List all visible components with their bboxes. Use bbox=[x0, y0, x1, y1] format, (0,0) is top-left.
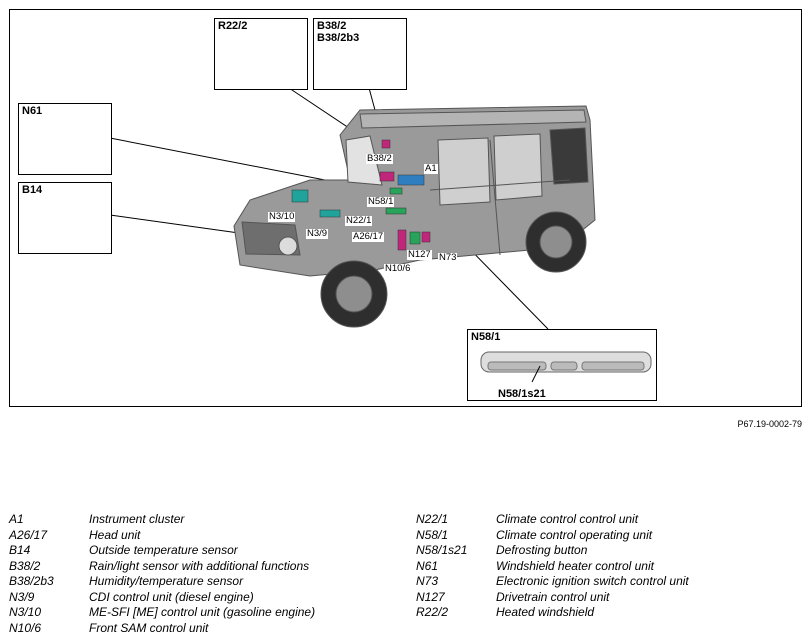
legend-description: Heated windshield bbox=[496, 605, 595, 619]
legend-description: Defrosting button bbox=[496, 543, 588, 557]
legend-row: N127 Drivetrain control unit bbox=[416, 590, 689, 606]
legend-code: N3/9 bbox=[9, 589, 35, 604]
inset-title: R22/2 bbox=[218, 20, 248, 32]
callout-n3-9: N3/9 bbox=[306, 228, 329, 239]
inset-n61: N61 bbox=[18, 103, 112, 175]
callout-n127: N127 bbox=[407, 249, 432, 260]
legend-description: Front SAM control unit bbox=[89, 620, 209, 635]
legend-row: N3/10 ME-SFI [ME] control unit (gasoline … bbox=[9, 605, 315, 621]
legend-row: N58/1s21 Defrosting button bbox=[416, 543, 689, 559]
legend-row: R22/2 Heated windshield bbox=[416, 605, 689, 621]
figure-reference: P67.19-0002-79 bbox=[737, 419, 802, 429]
legend-description: Climate control operating unit bbox=[496, 527, 653, 542]
inset-title: B14 bbox=[22, 184, 43, 196]
callout-n58-1: N58/1 bbox=[367, 196, 395, 207]
legend-description: Drivetrain control unit bbox=[496, 589, 610, 604]
legend-row: N10/6 Front SAM control unit bbox=[9, 621, 315, 637]
inset-b14: B14 bbox=[18, 182, 112, 254]
legend-row: B38/2b3 Humidity/temperature sensor bbox=[9, 574, 315, 590]
legend-row: A26/17 Head unit bbox=[9, 528, 315, 544]
legend-description: Rain/light sensor with additional functi… bbox=[89, 558, 310, 573]
callout-a1: A1 bbox=[424, 163, 438, 174]
inset-r22-2: R22/2 bbox=[214, 18, 308, 90]
legend-row: A1 Instrument cluster bbox=[9, 512, 315, 528]
legend-row: N61 Windshield heater control unit bbox=[416, 559, 689, 575]
climate-panel-illustration bbox=[480, 351, 652, 383]
legend-row: N3/9 CDI control unit (diesel engine) bbox=[9, 590, 315, 606]
inset-title: N61 bbox=[22, 105, 43, 117]
legend-description: Climate control control unit bbox=[496, 512, 639, 526]
legend-code: N10/6 bbox=[9, 620, 42, 635]
legend-row: B14 Outside temperature sensor bbox=[9, 543, 315, 559]
inset-b38-2: B38/2 B38/2b3 bbox=[313, 18, 407, 90]
legend-code: N58/1s21 bbox=[416, 543, 468, 557]
legend-code: N73 bbox=[416, 574, 439, 588]
legend-description: Humidity/temperature sensor bbox=[89, 574, 244, 588]
legend-description: ME-SFI [ME] control unit (gasoline engin… bbox=[89, 605, 316, 619]
component-markers bbox=[291, 139, 431, 251]
legend-code: A1 bbox=[9, 512, 24, 526]
inset-n58-1: N58/1 N58/1s21 bbox=[467, 329, 657, 401]
legend-code: N127 bbox=[416, 589, 445, 604]
legend-code: N61 bbox=[416, 558, 439, 573]
legend-code: N3/10 bbox=[9, 605, 42, 619]
legend-code: B38/2b3 bbox=[9, 574, 54, 588]
callout-n73: N73 bbox=[438, 252, 458, 263]
legend-code: N58/1 bbox=[416, 527, 449, 542]
legend-code: B38/2 bbox=[9, 558, 41, 573]
legend-row: N58/1 Climate control operating unit bbox=[416, 528, 689, 544]
legend-description: Instrument cluster bbox=[89, 512, 185, 526]
inset-subtitle: N58/1s21 bbox=[498, 388, 546, 400]
legend-row: N22/1 Climate control control unit bbox=[416, 512, 689, 528]
legend-description: Windshield heater control unit bbox=[496, 558, 654, 573]
legend-description: Outside temperature sensor bbox=[89, 543, 238, 557]
legend-description: Electronic ignition switch control unit bbox=[496, 574, 689, 588]
legend-code: R22/2 bbox=[416, 605, 449, 619]
legend-description: CDI control unit (diesel engine) bbox=[89, 589, 254, 604]
callout-n22-1: N22/1 bbox=[345, 215, 373, 226]
callout-n10-6: N10/6 bbox=[384, 263, 412, 274]
inset-title: B38/2 B38/2b3 bbox=[317, 20, 360, 44]
callout-a26-17: A26/17 bbox=[352, 231, 385, 242]
legend-code: A26/17 bbox=[9, 527, 48, 542]
callout-b38-2: B38/2 bbox=[366, 153, 393, 164]
diagram-frame: R22/2 B38/2 B38/2b3 N61 B14 N58/1 N58/1s… bbox=[9, 9, 802, 407]
legend-code: N22/1 bbox=[416, 512, 449, 526]
callout-n3-10: N3/10 bbox=[268, 211, 296, 222]
legend-code: B14 bbox=[9, 543, 31, 557]
inset-title: N58/1 bbox=[471, 331, 501, 343]
legend-description: Head unit bbox=[89, 527, 141, 542]
legend-row: N73 Electronic ignition switch control un… bbox=[416, 574, 689, 590]
legend-row: B38/2 Rain/light sensor with additional f… bbox=[9, 559, 315, 575]
